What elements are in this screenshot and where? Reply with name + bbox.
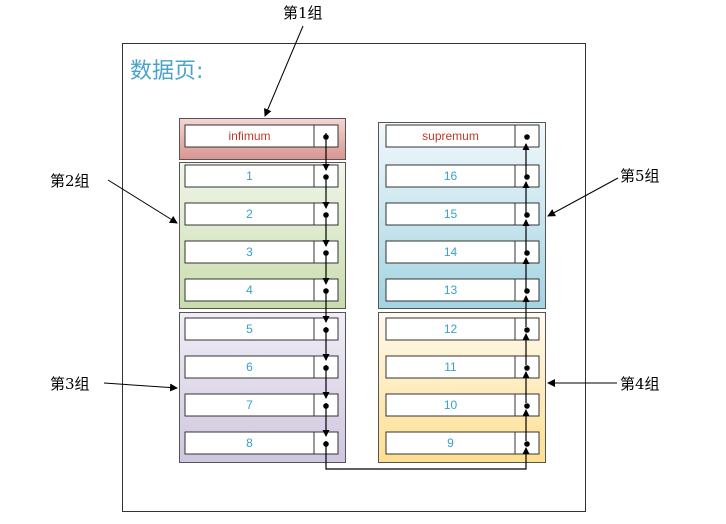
next-record-pointer-dot bbox=[524, 174, 530, 180]
page-title: 数据页: bbox=[130, 59, 203, 84]
record-label: 6 bbox=[246, 360, 253, 374]
record-14: 14 bbox=[385, 240, 540, 264]
group-3-label: 第3组 bbox=[50, 375, 90, 393]
record-15: 15 bbox=[385, 202, 540, 226]
record-10: 10 bbox=[385, 393, 540, 417]
group-5-label: 第5组 bbox=[620, 167, 660, 185]
record-label: 9 bbox=[447, 436, 454, 450]
record-label: 1 bbox=[246, 169, 253, 183]
record-label: 7 bbox=[246, 398, 253, 412]
pointer-8-to-9 bbox=[325, 441, 530, 470]
record-2: 2 bbox=[184, 202, 339, 226]
record-label: 2 bbox=[246, 207, 253, 221]
record-label: 15 bbox=[444, 207, 458, 221]
next-record-pointer-dot bbox=[524, 212, 530, 218]
record-label: 5 bbox=[246, 322, 253, 336]
record-label: 12 bbox=[444, 322, 458, 336]
infimum-record: infimum bbox=[184, 124, 339, 148]
record-11: 11 bbox=[385, 355, 540, 379]
record-3: 3 bbox=[184, 240, 339, 264]
record-13: 13 bbox=[385, 278, 540, 302]
record-9: 9 bbox=[385, 431, 540, 455]
next-record-pointer-dot bbox=[524, 288, 530, 294]
next-record-pointer-dot bbox=[524, 327, 530, 333]
supremum-record: supremum bbox=[385, 124, 540, 148]
header-record-label: supremum bbox=[422, 129, 479, 143]
next-record-pointer-dot bbox=[524, 441, 530, 447]
record-4: 4 bbox=[184, 278, 339, 302]
next-record-pointer-dot bbox=[524, 365, 530, 371]
record-label: 11 bbox=[444, 360, 457, 374]
record-1: 1 bbox=[184, 164, 339, 188]
next-record-pointer-dot bbox=[524, 250, 530, 256]
record-label: 14 bbox=[444, 245, 458, 259]
group-5-arrow bbox=[547, 177, 619, 217]
record-label: 4 bbox=[246, 283, 253, 297]
record-label: 10 bbox=[444, 398, 458, 412]
group-4-label: 第4组 bbox=[620, 375, 660, 393]
record-label: 16 bbox=[444, 169, 458, 183]
header-record-label: infimum bbox=[228, 129, 270, 143]
group-1-arrow bbox=[264, 25, 304, 117]
record-5: 5 bbox=[184, 317, 339, 341]
record-6: 6 bbox=[184, 355, 339, 379]
group-1-label: 第1组 bbox=[283, 4, 323, 22]
record-label: 3 bbox=[246, 245, 253, 259]
group-3-arrow bbox=[103, 382, 178, 392]
next-record-pointer-dot bbox=[524, 403, 530, 409]
record-8: 8 bbox=[184, 431, 339, 455]
record-12: 12 bbox=[385, 317, 540, 341]
group-2-label: 第2组 bbox=[50, 172, 90, 190]
record-label: 13 bbox=[444, 283, 458, 297]
record-7: 7 bbox=[184, 393, 339, 417]
next-record-pointer-dot bbox=[524, 134, 530, 140]
record-label: 8 bbox=[246, 436, 253, 450]
record-16: 16 bbox=[385, 164, 540, 188]
group-2-arrow bbox=[107, 179, 178, 224]
